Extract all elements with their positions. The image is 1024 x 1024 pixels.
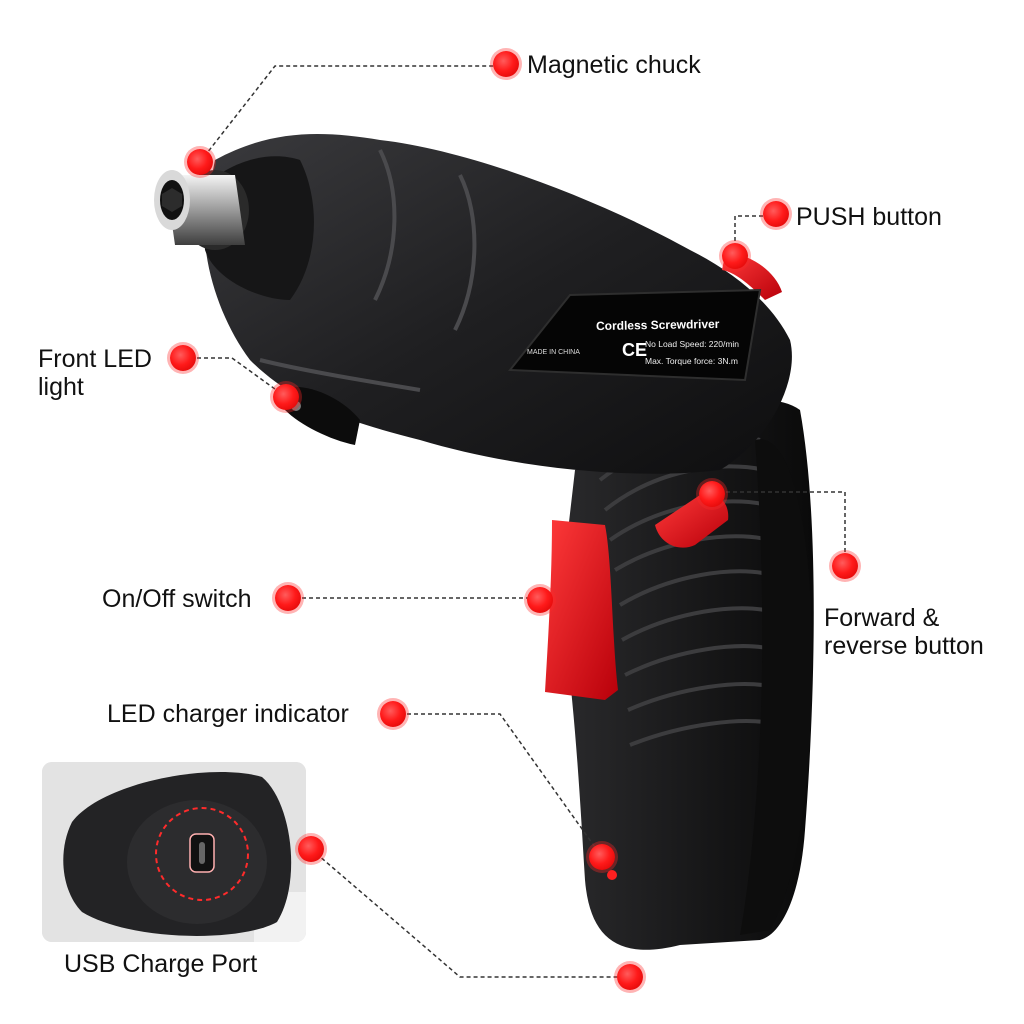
- callout-dot-fr-label: [832, 553, 858, 579]
- label-forward-reverse: Forward & reverse button: [824, 604, 984, 660]
- label-plate-torque: Max. Torque force: 3N.m: [645, 356, 738, 366]
- barrel-body: [204, 134, 792, 474]
- callout-dot-onoff: [527, 587, 553, 613]
- charge-led: [607, 870, 617, 880]
- label-plate-ce: CE: [622, 340, 648, 360]
- label-front-led: Front LED light: [38, 345, 152, 401]
- label-plate-speed: No Load Speed: 220/min: [645, 339, 740, 349]
- label-on-off-switch: On/Off switch: [102, 585, 252, 613]
- usb-port-inset: [42, 762, 306, 942]
- label-plate-origin: MADE IN CHINA: [527, 349, 580, 356]
- led-housing: [280, 386, 360, 445]
- label-magnetic-chuck: Magnetic chuck: [527, 51, 701, 79]
- trigger-graphic: [545, 520, 618, 700]
- callout-dot-fr: [699, 481, 725, 507]
- forward-reverse-graphic: [655, 494, 729, 548]
- usb-port-photo: [42, 762, 306, 942]
- label-plate-title: Cordless Screwdriver: [595, 316, 720, 334]
- callout-dot-led: [273, 384, 299, 410]
- callout-dot-onoff-label: [275, 585, 301, 611]
- label-led-charger-indicator: LED charger indicator: [107, 700, 349, 728]
- callout-dot-chuck: [187, 149, 213, 175]
- callout-dot-usb-label: [298, 836, 324, 862]
- barrel-ridges: [259, 149, 477, 392]
- leader-lines: [183, 65, 846, 978]
- magnetic-chuck: [154, 170, 249, 250]
- label-usb-charge-port: USB Charge Port: [64, 950, 258, 978]
- callout-dot-chuck-label: [493, 51, 519, 77]
- callout-dot-push-label: [763, 201, 789, 227]
- callout-dot-indicator-label: [380, 701, 406, 727]
- label-push-button: PUSH button: [796, 203, 942, 231]
- callout-dot-indicator: [589, 844, 615, 870]
- handle-back-panel: [740, 439, 813, 935]
- label-plate: [507, 288, 762, 382]
- callout-dot-led-label: [170, 345, 196, 371]
- callout-dot-usb: [617, 964, 643, 990]
- callout-dot-push: [722, 243, 748, 269]
